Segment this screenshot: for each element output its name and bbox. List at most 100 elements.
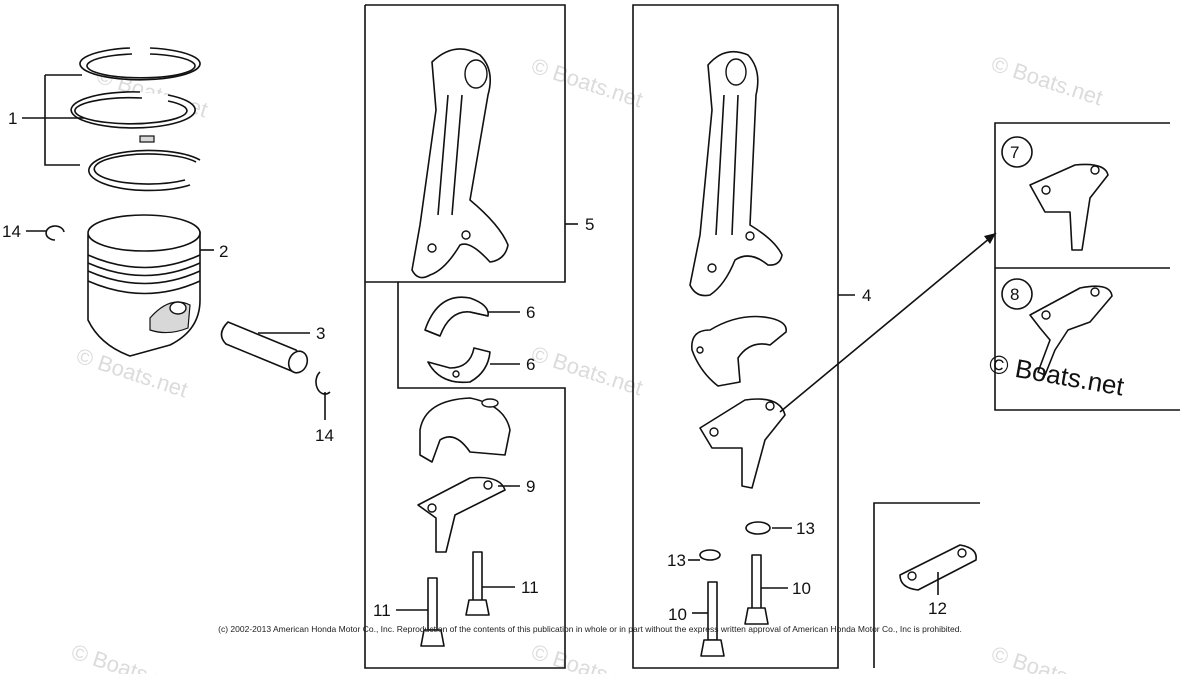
small-end-bore	[725, 58, 747, 86]
callout-1: 1	[8, 109, 17, 128]
callout-3: 3	[316, 324, 325, 343]
pin-end	[287, 350, 309, 374]
frame-middle	[632, 4, 839, 669]
oil-dipper-left	[417, 476, 520, 553]
piston-rings	[22, 47, 201, 192]
callout-8: 8	[1010, 285, 1019, 304]
plate-body	[899, 544, 977, 591]
watermark: © Boats.net	[528, 341, 645, 400]
frame-item-12	[873, 502, 980, 668]
inset-watermark: © Boats.net	[987, 348, 1127, 401]
item-8-circle	[1001, 278, 1033, 310]
callout-4: 4	[862, 286, 871, 305]
callout-12: 12	[928, 599, 947, 618]
clip-right	[315, 371, 331, 395]
connecting-rod-left	[411, 48, 578, 279]
dipper-body	[699, 398, 786, 489]
rod-cap-middle	[691, 315, 787, 387]
dipper-hole	[427, 503, 437, 513]
cap-detail	[696, 346, 704, 354]
bolt-head	[420, 629, 445, 647]
callout-bracket-1	[22, 74, 84, 166]
bolt-shank	[472, 551, 483, 605]
dipper-hole	[1090, 165, 1100, 175]
dipper-hole	[709, 427, 719, 437]
plate-hole	[907, 571, 917, 581]
dipper-hole	[483, 480, 493, 490]
bearing-upper-edge	[424, 311, 489, 337]
watermark: © Boats.net	[528, 53, 645, 112]
lock-washers	[688, 521, 792, 561]
dipper-hole	[765, 401, 775, 411]
piston-crown	[87, 214, 201, 252]
callout-labels: 1 2 3 4 5 6 6 7 8 9 10 10 11 11 12 13 13…	[2, 109, 1019, 624]
callout-2: 2	[219, 242, 228, 261]
arrow-head	[984, 233, 996, 244]
rod-web	[715, 94, 739, 236]
rod-bolts-left	[396, 551, 515, 647]
bolt-hole	[745, 231, 755, 241]
item-7-circle	[1001, 136, 1033, 168]
piston-pin	[220, 321, 310, 374]
callout-11b: 11	[521, 578, 539, 597]
bolt-head	[700, 639, 725, 657]
bearing-shells	[424, 296, 520, 384]
rod-body	[689, 50, 783, 297]
bearing-lower	[427, 347, 491, 384]
callout-6b: 6	[526, 355, 535, 374]
watermark-layer: © Boats.net © Boats.net © Boats.net © Bo…	[68, 51, 1105, 674]
plate-hole	[957, 548, 967, 558]
oil-ring-expander	[139, 135, 155, 143]
callout-10b: 10	[792, 579, 811, 598]
frame-inset	[994, 122, 1180, 411]
callout-13b: 13	[667, 551, 686, 570]
cap-bolt-hole	[481, 398, 499, 408]
copyright-notice: (c) 2002-2013 American Honda Motor Co., …	[218, 624, 962, 634]
second-ring-inner	[74, 96, 188, 125]
bolt-hole	[427, 243, 437, 253]
watermark: © Boats.net	[988, 51, 1105, 110]
inset-item-7	[1001, 136, 1109, 251]
washer	[699, 549, 721, 561]
dipper-hole	[1041, 185, 1051, 195]
dipper-hole	[1090, 287, 1100, 297]
oil-dipper-middle	[699, 232, 997, 489]
rod-web	[437, 94, 463, 216]
callout-6a: 6	[526, 303, 535, 322]
bearing-tab	[452, 370, 460, 378]
connecting-rod-middle	[689, 50, 855, 297]
rod-body	[411, 48, 509, 279]
bolt-head	[465, 599, 490, 616]
frame-left-upper	[365, 4, 566, 283]
callout-7: 7	[1010, 143, 1019, 162]
piston-pin-clips	[26, 225, 331, 420]
callout-14a: 14	[2, 222, 21, 241]
callout-11a: 11	[373, 601, 391, 620]
watermark: © Boats.net	[68, 639, 185, 674]
rod-cap	[419, 397, 511, 463]
cap-body	[419, 397, 511, 463]
oil-ring-inner	[93, 153, 197, 185]
small-end-bore	[464, 59, 488, 89]
dipper-hole	[1041, 310, 1051, 320]
bolt-shank	[751, 554, 762, 612]
dipper-body	[417, 476, 506, 553]
arrow-line	[779, 232, 997, 413]
callout-9: 9	[526, 477, 535, 496]
top-ring-inner	[86, 53, 196, 79]
lock-plate	[899, 544, 977, 595]
callout-14b: 14	[315, 426, 334, 445]
ring-grooves	[87, 254, 201, 295]
piston	[87, 214, 214, 357]
callout-10a: 10	[668, 605, 687, 624]
washer	[745, 521, 771, 535]
dipper-variant-8	[1029, 285, 1113, 376]
callout-13a: 13	[796, 519, 815, 538]
bolt-shank	[427, 577, 438, 631]
section-frames	[364, 4, 1180, 669]
dipper-variant-7	[1029, 163, 1109, 251]
pin-bore	[169, 301, 187, 315]
bolt-head	[744, 607, 769, 625]
